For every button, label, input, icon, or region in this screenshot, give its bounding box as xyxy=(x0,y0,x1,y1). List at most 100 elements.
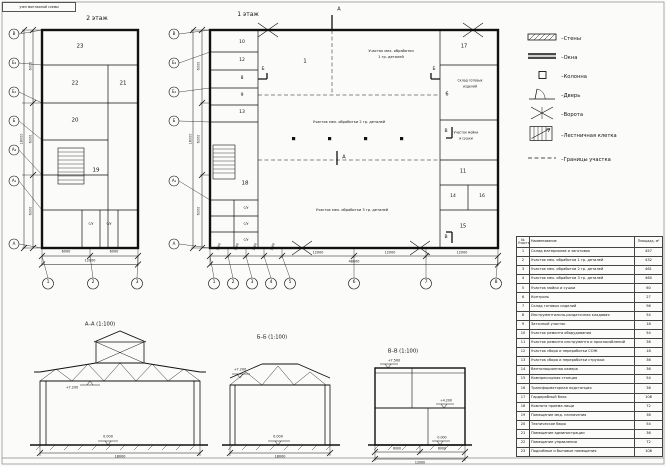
legend-item-walls: –Стены xyxy=(527,30,663,47)
table-row: 6 Контроль 27 xyxy=(516,292,663,303)
elevation-label: +4.200 xyxy=(440,397,452,402)
table-row: 11 Участок ремонта инструмента и приспос… xyxy=(516,337,663,349)
elevation-label: +7.500 xyxy=(387,358,401,363)
grid-label: А₂ xyxy=(11,147,17,152)
table-row: 22 Помещение управления 72 xyxy=(516,437,663,449)
table-body: 1 Склад материалов и заготовок 457 2 Уча… xyxy=(516,246,663,458)
room-label: 22 xyxy=(71,80,79,87)
room-number-cell: 9 xyxy=(516,319,530,330)
room-area-cell: 36 xyxy=(634,337,663,349)
room-number-cell: 15 xyxy=(516,374,530,385)
section-title: А–А (1:100) xyxy=(84,321,116,328)
room-area-cell: 54 xyxy=(634,374,663,385)
area-label: и сушки xyxy=(459,135,473,140)
room-name-cell: Участок ремонта инструмента и приспособл… xyxy=(529,337,635,349)
dim-label: 18000 xyxy=(274,454,286,459)
dim-label: 12000 xyxy=(414,460,426,465)
room-number-cell: 23 xyxy=(516,447,530,458)
plan2-walls xyxy=(40,28,140,250)
grid-label: 4 xyxy=(269,279,273,285)
room-name-cell: Участок ремонта оборудования xyxy=(529,328,635,339)
gate-icon xyxy=(527,105,561,125)
staircase-icon xyxy=(527,125,561,147)
room-name-cell: Участок сбора и переработки стружки xyxy=(529,356,635,367)
room-area-cell: 36 xyxy=(634,356,663,367)
room-area-cell: 60 xyxy=(634,283,663,294)
room-number-cell: 10 xyxy=(516,328,530,339)
room-label: 9 xyxy=(240,92,244,98)
elevation-label: +7.200 xyxy=(65,385,79,390)
section-mark-label: А xyxy=(337,6,341,13)
plan2-dimension-lines xyxy=(20,26,142,268)
legend-item-gate: –Ворота xyxy=(527,106,663,123)
table-row: 15 Компрессорная станция 54 xyxy=(516,374,663,385)
room-schedule-table: № Участка Наименование Площадь, м² 1 Скл… xyxy=(516,236,663,458)
room-number-cell: 5 xyxy=(516,283,530,294)
room-number-cell: 8 xyxy=(516,310,530,321)
table-row: 3 Участок мех. обработки 2 гр. деталей 4… xyxy=(516,265,663,276)
grid-label: А₁ xyxy=(11,178,17,183)
legend-label: –Колонна xyxy=(561,73,587,80)
area-label: 1 гр. деталей xyxy=(378,55,404,60)
room-label: 15 xyxy=(459,223,467,230)
room-area-cell: 18 xyxy=(634,319,663,330)
legend-label: –Дверь xyxy=(561,92,581,99)
room-label: 1 xyxy=(303,58,307,65)
section-mark-label: Б xyxy=(261,66,265,72)
grid-label: Б xyxy=(12,118,16,123)
area-label: Склад готовых xyxy=(457,78,483,83)
dim-label: 6000 xyxy=(196,134,201,144)
room-name-cell: Техническое бюро xyxy=(529,419,635,430)
grid-label: 2 xyxy=(231,279,235,285)
dim-label: 6000 xyxy=(196,206,201,216)
room-name-cell: Компрессорная станция xyxy=(529,374,635,385)
room-label: 11 xyxy=(459,168,467,175)
dim-label: 6000 xyxy=(61,249,71,254)
room-label: 17 xyxy=(460,43,468,50)
room-area-cell: 72 xyxy=(634,401,663,412)
table-row: 9 Заточный участок 18 xyxy=(516,319,663,330)
room-label: с/у xyxy=(88,221,94,226)
grid-label: Б₁ xyxy=(11,89,17,94)
room-area-cell: 460 xyxy=(634,274,663,285)
room-label: 10 xyxy=(239,39,245,45)
room-area-cell: 18 xyxy=(634,347,663,358)
room-name-cell: Гардеробный блок xyxy=(529,392,635,403)
room-label: 19 xyxy=(92,167,100,174)
room-number-cell: 17 xyxy=(516,392,530,403)
grid-label: А xyxy=(172,241,176,246)
room-label: 8 xyxy=(240,75,244,81)
grid-label: А₁ xyxy=(171,178,177,183)
grid-label: 6 xyxy=(352,279,356,285)
grid-label: В xyxy=(12,31,16,36)
column-icon xyxy=(527,67,561,86)
dim-label: 6000 xyxy=(392,446,402,451)
room-label: 20 xyxy=(71,117,79,124)
room-area-cell: 432 xyxy=(634,256,663,267)
room-name-cell: Участок сбора и переработки СОЖ xyxy=(529,347,635,358)
legend-item-column: –Колонна xyxy=(527,68,663,85)
room-number-cell: 3 xyxy=(516,265,530,276)
dim-label: 12000 xyxy=(84,258,96,263)
room-name-cell: Склад материалов и заготовок xyxy=(529,246,635,258)
table-row: 12 Участок сбора и переработки СОЖ 18 xyxy=(516,347,663,358)
room-number-cell: 6 xyxy=(516,292,530,303)
room-area-cell: 108 xyxy=(634,447,663,458)
table-row: 21 Помещение администрации 36 xyxy=(516,428,663,439)
area-label: Участок мойки xyxy=(453,130,479,135)
plan1-title: 1 этаж xyxy=(237,11,259,18)
section-vv-drawing xyxy=(368,363,472,463)
elevation-label: 0.000 xyxy=(273,433,283,438)
grid-label: 7 xyxy=(424,279,428,285)
section-mark-label: В xyxy=(444,234,448,240)
room-name-cell: Участок мех. обработки 2 гр. деталей xyxy=(529,265,635,276)
room-name-cell: Участок мех. обработки 3 гр. деталей xyxy=(529,274,635,285)
plan1-grid-bubbles xyxy=(168,28,502,290)
room-name-cell: Помещение мед. назначения xyxy=(529,410,635,421)
plan2-title: 2 этаж xyxy=(86,15,108,22)
section-bb-drawing xyxy=(222,363,340,457)
dim-label: 6000 xyxy=(196,61,201,71)
